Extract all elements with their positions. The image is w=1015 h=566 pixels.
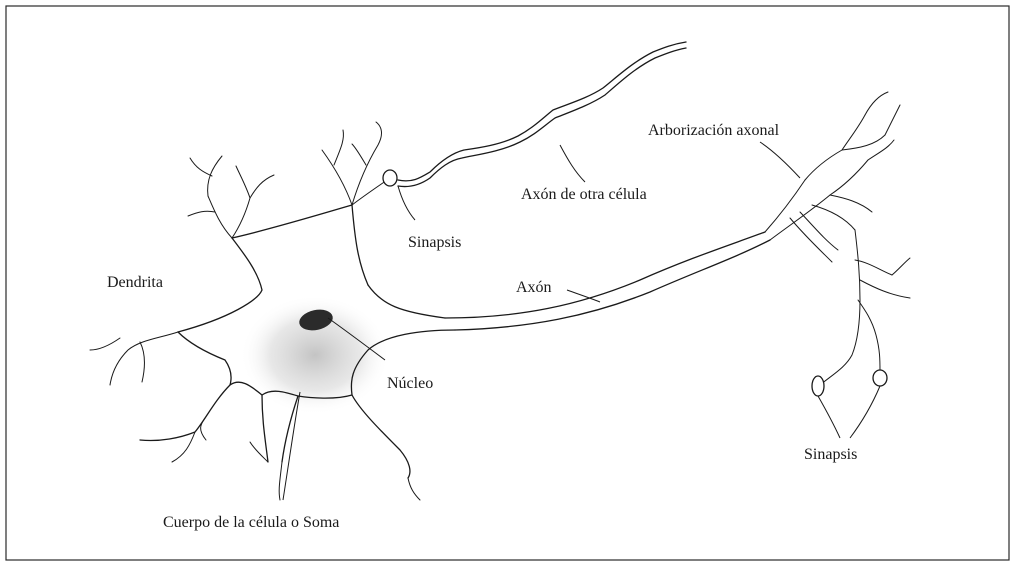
label-arborizacion-axonal: Arborización axonal: [648, 122, 780, 139]
label-sinapsis-right: Sinapsis: [804, 446, 857, 463]
axon: [445, 232, 770, 330]
label-dendrita: Dendrita: [107, 274, 163, 291]
label-sinapsis-top: Sinapsis: [408, 234, 461, 251]
other-axon: [383, 42, 686, 187]
label-nucleo: Núcleo: [387, 375, 433, 392]
synapse-terminal-top: [383, 170, 397, 186]
label-axon-otra-celula: Axón de otra célula: [521, 186, 647, 203]
dendrites: [90, 122, 420, 500]
label-axon: Axón: [516, 279, 552, 296]
synapse-terminal-left: [812, 376, 824, 396]
axonal-arborization: [765, 92, 910, 385]
synapse-terminal-right: [873, 370, 887, 386]
label-soma: Cuerpo de la célula o Soma: [163, 514, 339, 531]
